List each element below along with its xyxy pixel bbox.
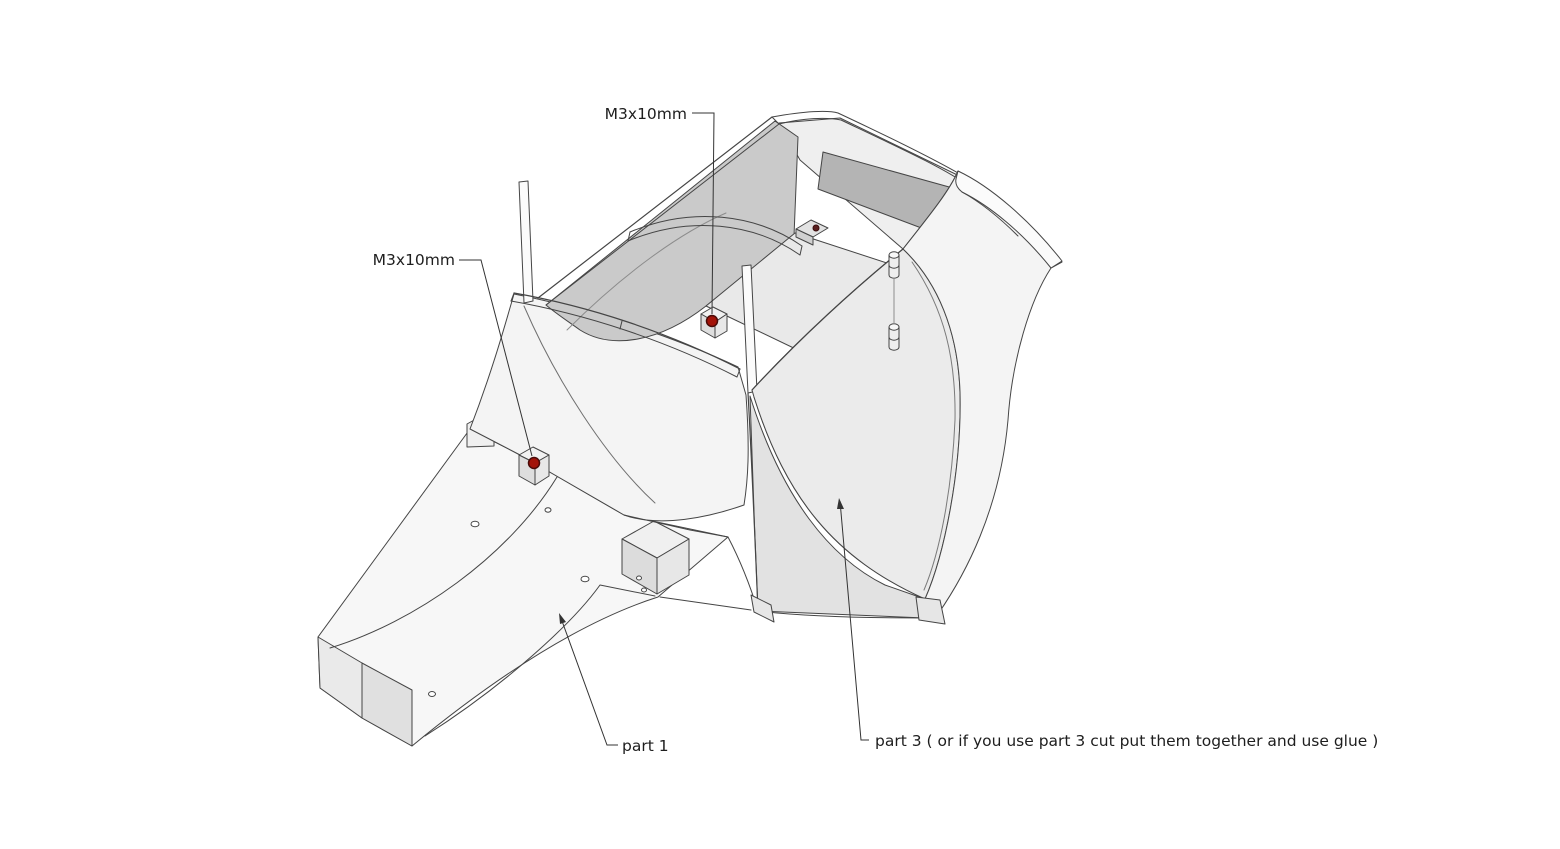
fender-flange-inner-line (961, 191, 1019, 237)
dash-bracket-screw (812, 224, 820, 232)
screw-indicator-top (705, 314, 719, 328)
windshield-bow-caps (510, 292, 741, 378)
bottom-tip-front (750, 594, 775, 623)
body-top-rail-inner (545, 123, 780, 306)
plate-hole (544, 507, 552, 513)
body-bottom-edge (757, 610, 926, 619)
leader-line-part1 (561, 620, 618, 746)
dash-rail-upper (629, 216, 803, 247)
step-block-hole (636, 575, 642, 581)
screw-indicator-left (527, 456, 541, 470)
plate-fender-arc-near (424, 584, 656, 737)
bottom-tip-rear (915, 596, 946, 625)
fender-crease-line (911, 261, 956, 591)
step-block-hole (641, 587, 647, 593)
step-block-side (656, 538, 690, 595)
plate-hole (428, 691, 436, 697)
dash-rail-lower (627, 225, 801, 256)
fender-flange-hook (955, 170, 1063, 269)
label-part3: part 3 ( or if you use part 3 cut put th… (875, 732, 1378, 750)
label-screw-left: M3x10mm (373, 251, 455, 269)
label-screw-top: M3x10mm (605, 105, 687, 123)
leader-line-screw-top (692, 112, 715, 315)
body-post-left (518, 180, 534, 304)
screw-mount-left (518, 446, 550, 486)
label-part1: part 1 (622, 737, 669, 755)
windshield-bow-lower (510, 300, 738, 378)
rail-end-cap (771, 116, 780, 125)
body-front-edge (747, 392, 759, 612)
leader-arrow-part1 (559, 613, 566, 624)
plate-front-facet-right (361, 662, 413, 747)
leader-line-screw-left (459, 259, 533, 457)
body-top-rail-outer (537, 116, 773, 299)
screw-mount-top (700, 306, 728, 339)
dash-rail-cap (627, 231, 803, 256)
annotation-labels: M3x10mm M3x10mm part 1 part 3 ( or if yo… (373, 105, 1379, 755)
dash-bracket-front (795, 228, 814, 246)
belt-line (751, 248, 904, 391)
screw-mounts (518, 306, 728, 486)
plate-hole (470, 520, 480, 528)
cowl-crease-line (523, 305, 656, 504)
leader-arrow-part3 (837, 498, 844, 509)
hinge-cylinders (888, 251, 900, 351)
annotations (459, 112, 869, 746)
deck-outer-rim (771, 110, 979, 186)
plate-hole (580, 575, 590, 583)
windshield-bow-upper (513, 292, 741, 370)
plate-lower-edge-line (659, 596, 752, 611)
leader-line-part3 (839, 500, 869, 741)
plate-fender-arc-far (329, 476, 558, 649)
deck-inner-rim (778, 117, 971, 188)
